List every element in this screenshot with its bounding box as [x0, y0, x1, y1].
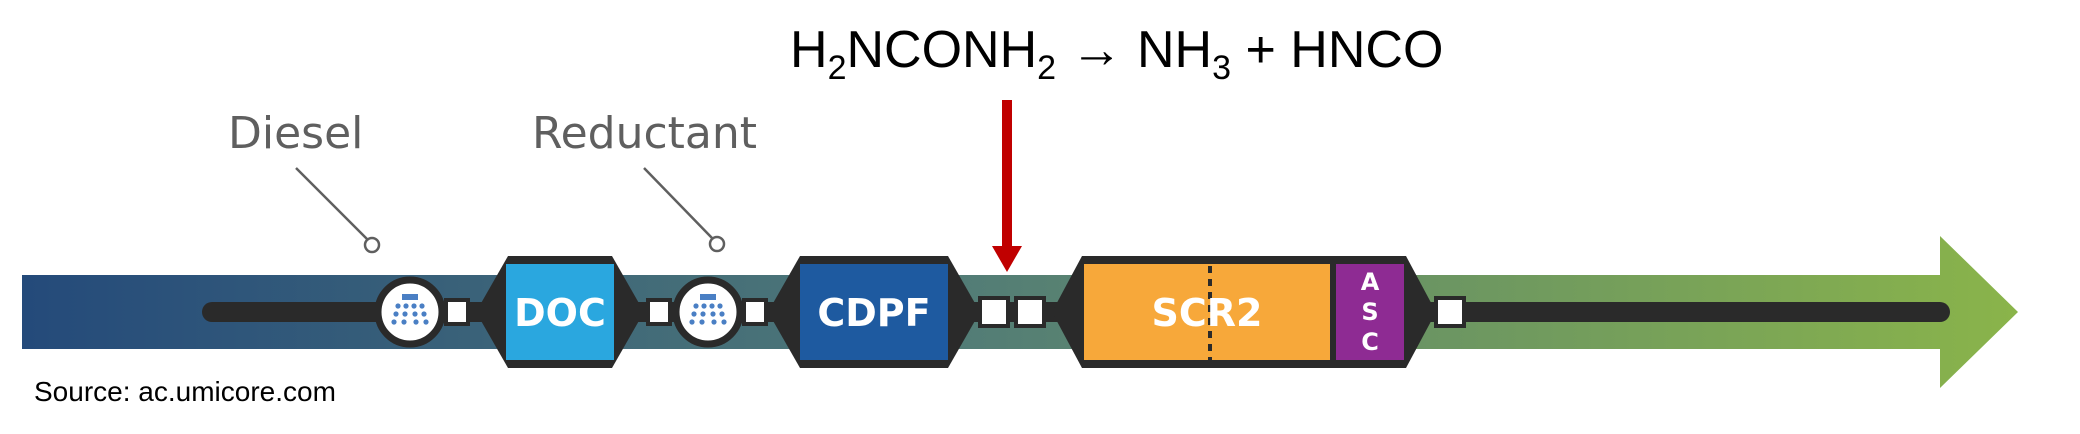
- cdpf-label: CDPF: [817, 291, 930, 335]
- asc-letter-s: S: [1361, 298, 1378, 326]
- doc-block: [506, 264, 614, 360]
- scr2-label: SCR2: [1152, 291, 1263, 335]
- reactant-h: H: [790, 21, 828, 79]
- source-label: Source:: [34, 376, 131, 407]
- reactant-sub-1: 2: [827, 49, 847, 87]
- reductant-label: Reductant: [532, 108, 757, 159]
- reductant-injector: [672, 276, 744, 348]
- cdpf-unit: CDPF: [768, 256, 980, 368]
- cdpf-block: [800, 264, 948, 360]
- reactant-ncon: NCONH: [846, 21, 1038, 79]
- asc-block: [1336, 264, 1404, 360]
- doc-unit: DOC: [476, 256, 644, 368]
- spray-nozzle-icon: [391, 294, 429, 325]
- urea-decomposition-equation: H2NCONH2 → NH3 + HNCO: [790, 14, 1443, 86]
- sensor-square: [646, 298, 672, 326]
- source-credit: Source: ac.umicore.com: [34, 376, 336, 408]
- sensor-square: [1014, 296, 1046, 328]
- asc-letter-a: A: [1361, 268, 1380, 296]
- scr2-asc-unit: SCR2 A S C: [1052, 256, 1436, 368]
- diesel-label: Diesel: [228, 108, 363, 159]
- reactant-sub-2: 2: [1037, 49, 1057, 87]
- sensor-square: [444, 298, 470, 326]
- diesel-callout: Diesel: [228, 108, 381, 254]
- spray-nozzle-icon: [689, 294, 727, 325]
- product-hnco: HNCO: [1290, 21, 1444, 79]
- indicator-shaft: [1002, 100, 1012, 250]
- plus-sign: +: [1245, 21, 1276, 79]
- sensor-square: [978, 296, 1010, 328]
- asc-letter-c: C: [1361, 328, 1379, 356]
- sensor-square: [1434, 296, 1466, 328]
- indicator-head: [992, 246, 1022, 272]
- doc-label: DOC: [514, 291, 606, 335]
- reductant-callout: Reductant: [532, 108, 757, 253]
- decomposition-indicator-arrow: [992, 100, 1022, 272]
- product-sub-3: 3: [1212, 49, 1232, 87]
- source-url: ac.umicore.com: [138, 376, 336, 407]
- scr2-block: [1084, 264, 1330, 360]
- diesel-injector: [374, 276, 446, 348]
- sensor-ports: [444, 296, 1466, 328]
- product-nh: NH: [1136, 21, 1213, 79]
- sensor-square: [742, 298, 768, 326]
- reaction-arrow: →: [1070, 21, 1123, 79]
